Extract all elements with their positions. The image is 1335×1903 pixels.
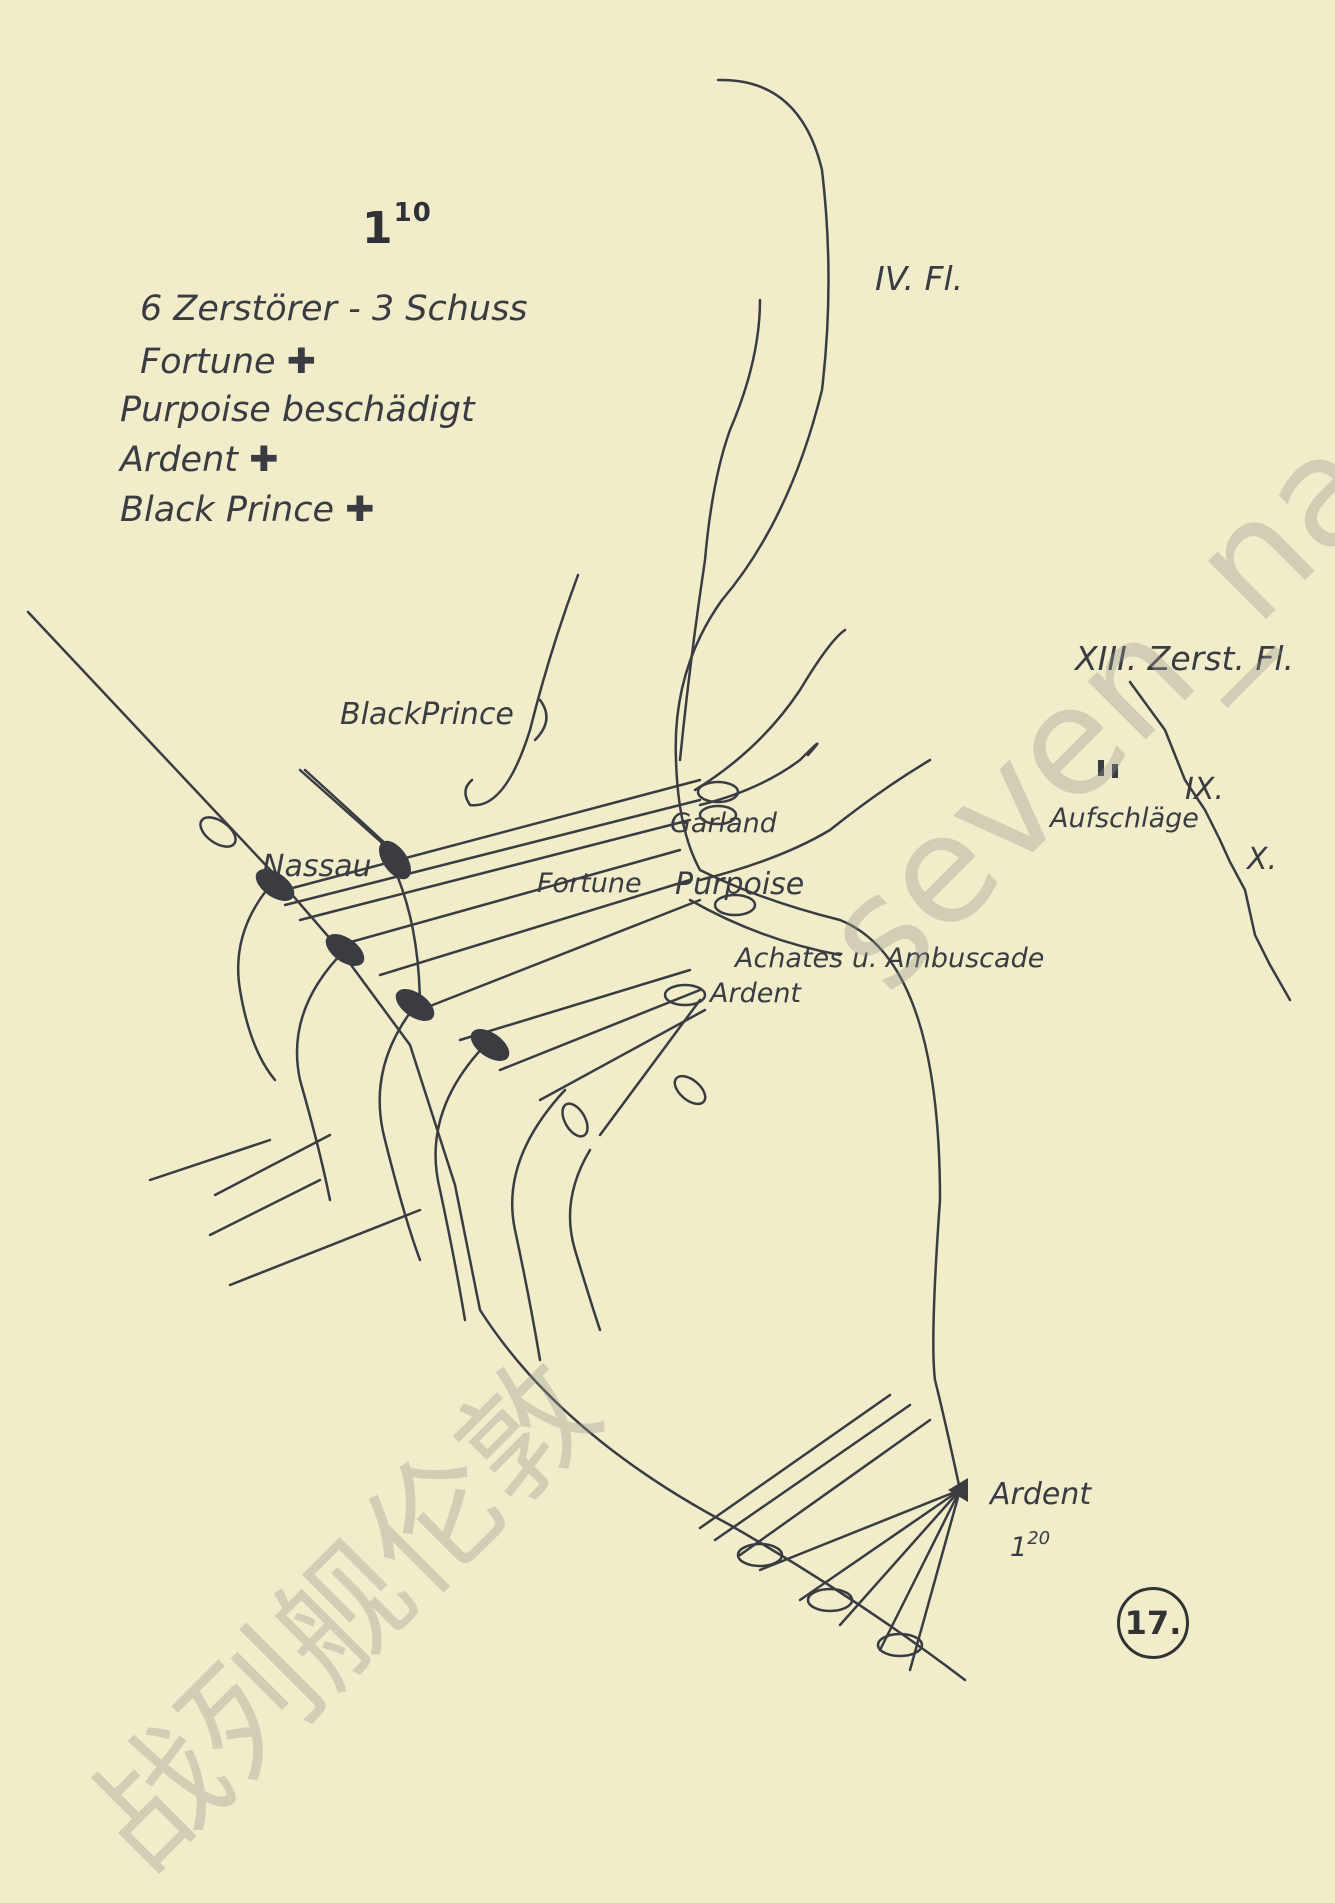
time-minute: 10 (393, 198, 432, 228)
ardent-time-hour: 1 (1010, 1532, 1028, 1563)
ix-flotilla-label: IX. (1185, 772, 1224, 807)
ardent-sunk-marker (948, 1478, 968, 1502)
retreat-arrow-1 (148, 1138, 272, 1182)
ship-outline (698, 804, 738, 826)
german-ship (325, 934, 365, 966)
fire-line (298, 818, 692, 922)
fire-line (458, 968, 692, 1042)
turn-track-4 (434, 1038, 492, 1322)
figure-number: 17. (1124, 1604, 1182, 1642)
fire-line (538, 1008, 707, 1102)
german-ship (470, 1029, 510, 1061)
iv-flotilla-track (674, 78, 962, 1492)
note-line: Ardent ✚ (120, 440, 279, 480)
fan-line (878, 1488, 962, 1652)
nassau-track (303, 768, 392, 850)
aufschlaege-label: Aufschläge (1050, 803, 1199, 834)
fire-line (283, 778, 702, 892)
arc-4 (688, 898, 842, 957)
time-hour: 1 (362, 203, 394, 254)
ardent-time-minute: 20 (1027, 1528, 1051, 1549)
ship-outline (663, 983, 707, 1007)
german-battle-line (26, 610, 967, 1682)
iv-flotilla-label: IV. Fl. (875, 259, 964, 298)
nassau-ship (379, 840, 411, 880)
ship-outline (199, 816, 237, 848)
note-line: Black Prince ✚ (120, 490, 375, 530)
arc-2 (698, 742, 819, 807)
black-prince-loop (533, 698, 548, 742)
fire-line (378, 878, 692, 977)
fan-line (758, 1488, 962, 1572)
turn-track-6 (568, 1148, 602, 1332)
fan-line (798, 1488, 962, 1602)
note-line: Purpoise beschädigt (120, 390, 475, 430)
german-ship (395, 989, 435, 1021)
splash-mark (1098, 760, 1104, 776)
arc-1 (693, 628, 847, 792)
german-ship (255, 869, 295, 901)
fire-line (418, 898, 702, 1012)
fan-line (698, 1393, 892, 1530)
achates-label: Achates u. Ambuscade (735, 943, 1045, 974)
ardent-sunk-label: Ardent (990, 1477, 1092, 1512)
time-label: 110 (362, 200, 432, 251)
fortune-label: Fortune (537, 868, 642, 899)
xiii-flotilla-track (1128, 680, 1292, 1002)
ship-outline (736, 1542, 784, 1568)
fan-line (738, 1418, 932, 1557)
turn-track-2 (295, 948, 347, 1202)
fan-line (713, 1403, 912, 1542)
ship-outline (696, 780, 740, 804)
fire-line (598, 998, 702, 1137)
retreat-arrow-2 (208, 1178, 322, 1237)
black-prince-track (464, 573, 580, 807)
retreat-arrow-3 (228, 1208, 422, 1287)
retreat-arrow-4 (213, 1133, 332, 1197)
fire-line (283, 798, 702, 907)
nassau-approach (298, 768, 392, 852)
ship-outline (806, 1587, 854, 1613)
nassau-course (388, 858, 422, 1012)
ardent-time-label: 120 (1010, 1528, 1051, 1563)
ship-outline (713, 893, 757, 917)
ship-outline (673, 1074, 707, 1106)
black-prince-label: BlackPrince (340, 697, 514, 732)
splash-mark (1112, 764, 1118, 778)
purpoise-label: Purpoise (675, 867, 805, 902)
nassau-label: Nassau (262, 849, 372, 884)
fan-line (838, 1488, 962, 1627)
note-line: Fortune ✚ (140, 342, 317, 382)
fire-line (498, 988, 702, 1072)
arc-3 (698, 758, 932, 882)
note-line: 6 Zerstörer - 3 Schuss (140, 289, 528, 329)
ship-outline (561, 1102, 589, 1138)
turn-track-3 (378, 998, 422, 1262)
turn-track-5 (511, 1088, 567, 1362)
ardent-label: Ardent (710, 978, 802, 1009)
destroyer-track-left (678, 298, 762, 762)
ship-outline (876, 1632, 924, 1658)
fire-line (338, 848, 682, 947)
xiii-flotilla-label: XIII. Zerst. Fl. (1075, 639, 1295, 678)
battle-sketch (26, 78, 1292, 1682)
x-flotilla-label: X. (1247, 842, 1278, 877)
garland-label: Garland (670, 808, 777, 839)
turn-track-1 (236, 878, 277, 1082)
figure-number-badge: 17. (1117, 1587, 1189, 1659)
